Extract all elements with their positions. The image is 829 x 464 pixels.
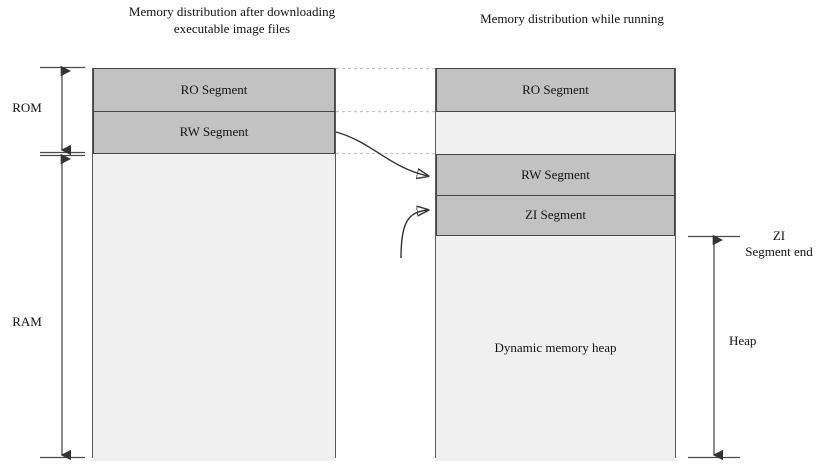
ram-label: RAM — [12, 314, 42, 329]
guide-lines — [336, 67, 435, 155]
right-segment-heap-label: Dynamic memory heap — [494, 340, 617, 355]
ram-bracket — [40, 153, 85, 461]
right-segment-ro-label: RO Segment — [522, 81, 589, 97]
left-segment-ro: RO Segment — [93, 67, 335, 112]
right-panel-title: Memory distribution while running — [480, 11, 664, 26]
left-panel-title: Memory distribution after downloading ex… — [128, 4, 336, 36]
left-segment-rw: RW Segment — [93, 110, 335, 154]
zi-creation-arrow — [400, 210, 428, 259]
right-segment-zi-label: ZI Segment — [524, 207, 586, 222]
right-segment-rw-label: RW Segment — [521, 166, 590, 182]
rw-relocation-arrow — [335, 131, 428, 176]
rom-label: ROM — [12, 100, 42, 115]
heap-label: Heap — [729, 333, 757, 348]
right-segment-gap — [436, 111, 675, 154]
right-memory-block: RO Segment RW Segment ZI Segment Dynamic… — [435, 67, 676, 461]
right-segment-zi: ZI Segment — [436, 194, 675, 236]
left-segment-ro-label: RO Segment — [180, 81, 248, 97]
left-memory-block: RO Segment RW Segment — [92, 67, 336, 461]
left-segment-rw-label: RW Segment — [179, 124, 249, 139]
right-segment-rw: RW Segment — [436, 153, 675, 196]
right-segment-ro: RO Segment — [436, 67, 675, 112]
zi-segment-end-label: ZI Segment end — [745, 228, 813, 259]
right-segment-heap: Dynamic memory heap — [436, 235, 675, 461]
left-segment-free — [93, 153, 335, 461]
